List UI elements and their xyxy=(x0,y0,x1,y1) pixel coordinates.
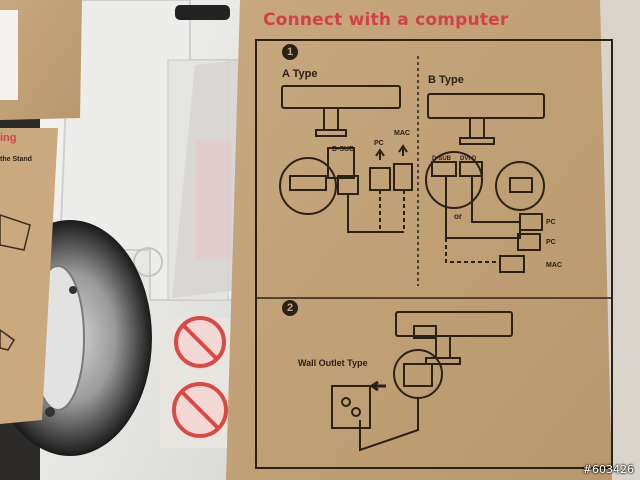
manual-title: Connect with a computer xyxy=(263,10,509,30)
left-booklet-caption: the Stand xyxy=(0,156,32,163)
b-type-pc-label-2: PC xyxy=(546,239,556,246)
b-type-pc-label-1: PC xyxy=(546,219,556,226)
b-type-diagram xyxy=(425,93,545,273)
wall-outlet-label: Wall Outlet Type xyxy=(298,358,368,368)
b-type-dvi-label: DVI-D xyxy=(460,156,477,162)
a-type-dsub-label: D-SUB xyxy=(332,146,355,153)
a-type-diagram xyxy=(279,85,413,233)
b-type-heading: B Type xyxy=(428,74,464,86)
power-cable-diagram xyxy=(331,311,513,452)
black-strap xyxy=(175,5,230,20)
manual-board xyxy=(226,0,612,480)
b-type-dsub-label: D-SUB xyxy=(432,156,451,162)
b-type-or-label: or xyxy=(454,212,462,221)
b-type-mac-label: MAC xyxy=(546,262,562,269)
watermark: #603426 xyxy=(582,463,634,476)
left-booklet-red-text: ing xyxy=(0,132,17,144)
step-1-number: 1 xyxy=(282,44,298,60)
a-type-pc-label: PC xyxy=(374,140,384,147)
a-type-mac-label: MAC xyxy=(394,130,410,137)
diagram-frame xyxy=(255,39,613,469)
a-type-heading: A Type xyxy=(282,68,318,80)
step-2-number: 2 xyxy=(282,300,298,316)
left-booklet xyxy=(0,0,82,120)
